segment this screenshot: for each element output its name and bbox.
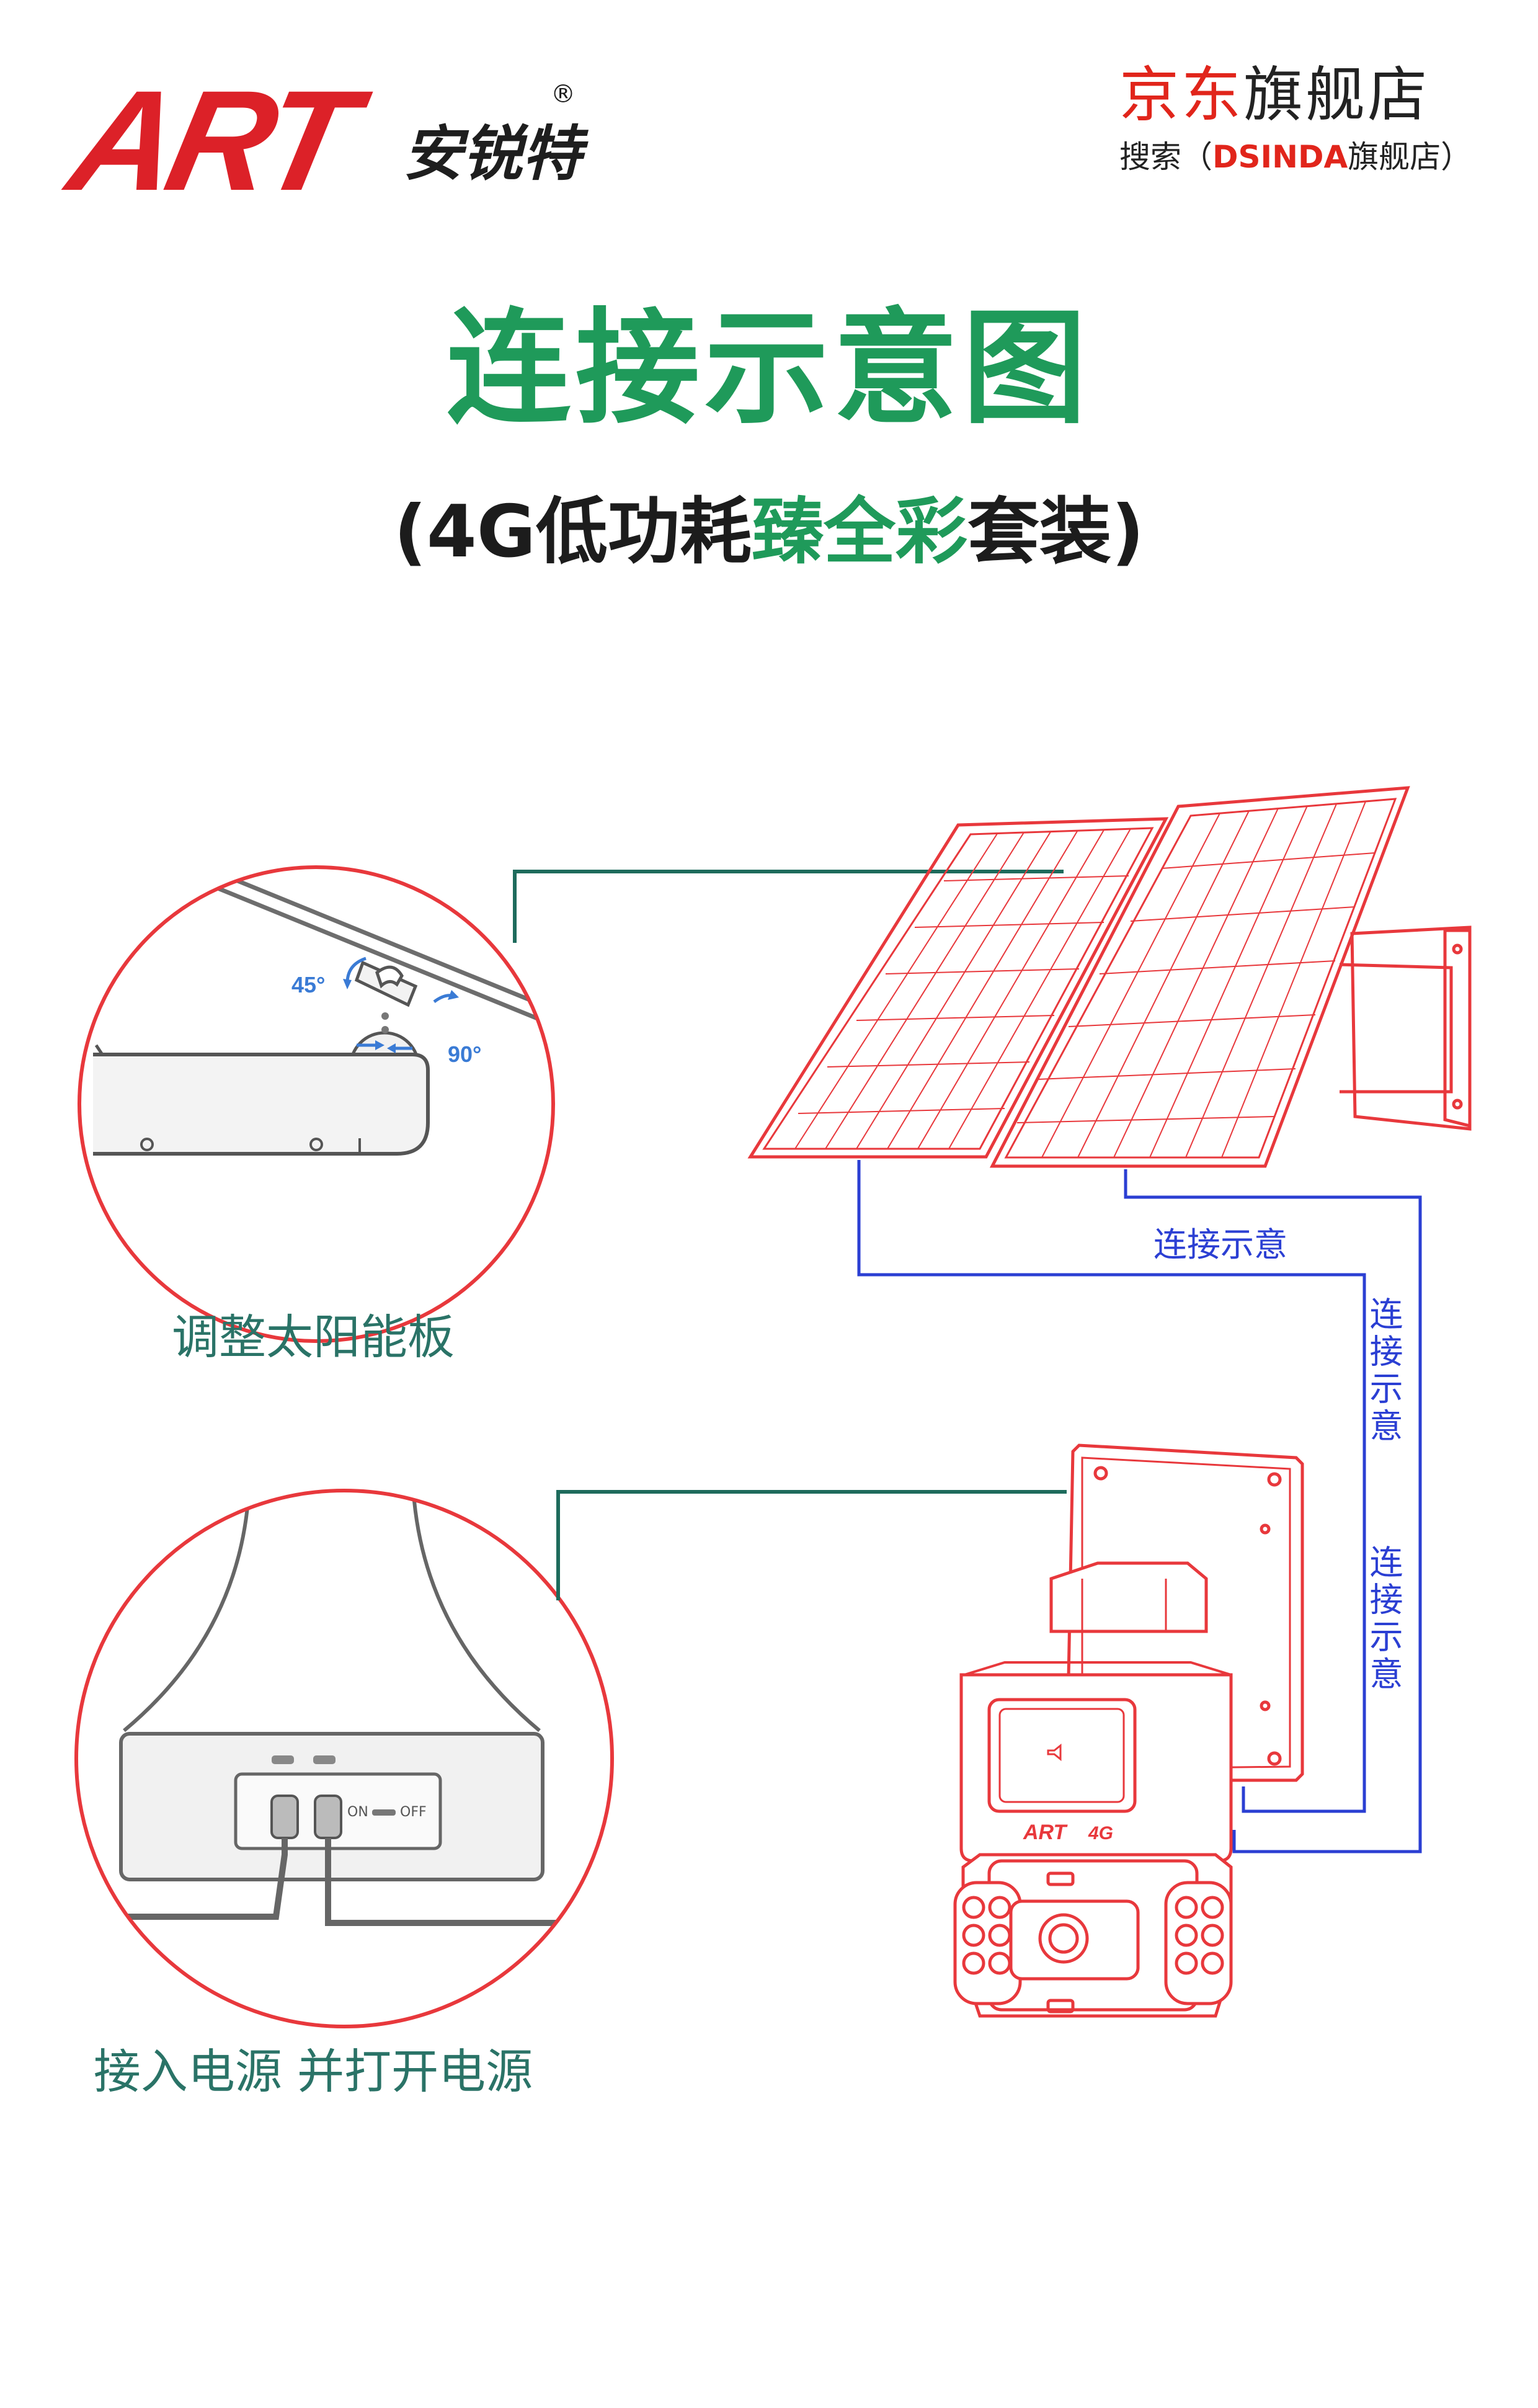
store-search-hint: 搜索（DSINDA旗舰店） [1119, 141, 1472, 172]
caption-adjust-panel: 调整太阳能板 [172, 1309, 455, 1365]
subtitle-close: 套装) [967, 490, 1144, 574]
detail-circle-bracket: 45° 90° [78, 865, 555, 1343]
store-name-dark: 旗舰店 [1243, 60, 1429, 130]
camera-4g-badge: 4G [1088, 1823, 1113, 1844]
switch-on-label: ON [347, 1804, 368, 1820]
subtitle-open: (4G低功耗 [394, 490, 752, 574]
brand-logo-cn: 安锐特 [403, 119, 582, 189]
subtitle-green: 臻全彩 [751, 490, 967, 574]
leader-line-2 [556, 1490, 1067, 1600]
registered-mark: ® [551, 80, 576, 109]
angle-90-label: 90° [448, 1041, 481, 1067]
search-prefix: 搜索（ [1119, 139, 1212, 175]
switch-off-label: OFF [400, 1804, 427, 1820]
angle-45-label: 45° [291, 972, 325, 997]
solar-panel-illustration [747, 786, 1472, 1168]
search-suffix: 旗舰店） [1348, 139, 1472, 175]
camera-logo: ART [1023, 1821, 1068, 1844]
store-name-red: 京东 [1119, 60, 1243, 130]
caption-connect-power: 接入电源 并打开电源 [93, 2044, 533, 2099]
page-title: 连接示意图 [446, 297, 1091, 441]
detail-circle-power: ON OFF [74, 1489, 614, 2028]
store-name: 京东旗舰店 [1119, 65, 1429, 125]
cable-2 [1124, 1169, 1422, 1853]
camera-illustration [953, 1443, 1304, 2018]
leader-line-1 [513, 870, 1064, 943]
wire-label-horizontal: 连接示意 [1154, 1225, 1287, 1264]
wire-label-vertical-1: 连接示意 [1364, 1296, 1403, 1445]
cable-1 [857, 1160, 1366, 1813]
wire-label-vertical-2: 连接示意 [1364, 1545, 1403, 1693]
page-subtitle: (4G低功耗臻全彩套装) [0, 496, 1538, 568]
search-keyword: DSINDA [1212, 139, 1348, 175]
